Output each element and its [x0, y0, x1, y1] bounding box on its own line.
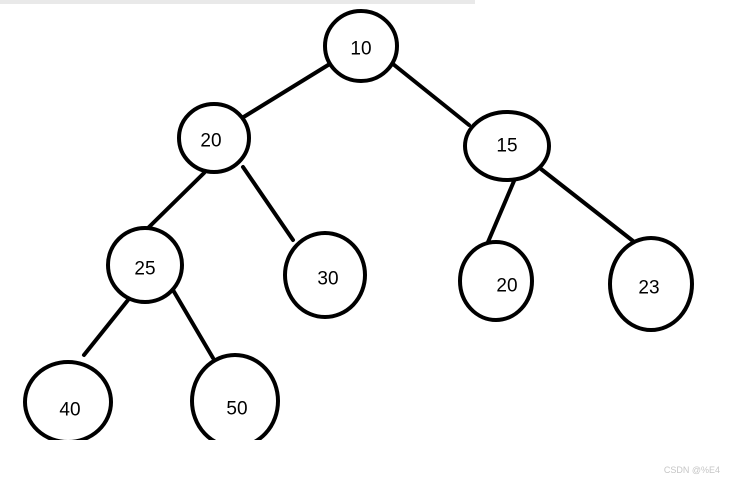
watermark-text: CSDN @%E4 — [663, 465, 720, 475]
tree-node: 50 — [190, 353, 280, 449]
node-circle — [323, 9, 399, 83]
node-circle — [608, 236, 694, 332]
node-label: 10 — [350, 39, 371, 60]
node-label: 20 — [496, 276, 517, 297]
top-edge-strip — [0, 0, 475, 4]
edge-n4-n9 — [171, 288, 215, 360]
edge-n4-n8 — [82, 298, 130, 357]
edge-n1-n2 — [240, 60, 335, 120]
tree-node: 20 — [177, 102, 251, 174]
node-label: 50 — [226, 399, 247, 420]
node-label: 20 — [200, 131, 221, 152]
node-label: 40 — [59, 400, 80, 421]
node-label: 25 — [134, 259, 155, 280]
node-label: 15 — [496, 136, 517, 157]
node-circle — [177, 102, 251, 174]
node-circle — [458, 240, 534, 322]
tree-node: 15 — [463, 110, 551, 182]
node-label: 23 — [638, 278, 659, 299]
tree-node: 20 — [458, 240, 534, 322]
bottom-crop-area — [0, 440, 734, 484]
edge-n1-n3 — [391, 62, 471, 127]
node-circle — [463, 110, 551, 182]
node-circle — [283, 231, 367, 319]
tree-node: 30 — [283, 231, 367, 319]
edge-n3-n7 — [539, 167, 635, 243]
edge-n3-n6 — [486, 179, 516, 244]
node-circle — [106, 226, 184, 304]
edge-n2-n4 — [145, 171, 206, 231]
tree-node: 23 — [608, 236, 694, 332]
node-label: 30 — [317, 269, 338, 290]
edge-n2-n5 — [241, 165, 295, 242]
edges-layer — [82, 60, 635, 360]
tree-node: 40 — [23, 360, 113, 444]
nodes-layer: 10 20 15 25 30 20 — [23, 9, 694, 449]
tree-node: 10 — [323, 9, 399, 83]
tree-node: 25 — [106, 226, 184, 304]
